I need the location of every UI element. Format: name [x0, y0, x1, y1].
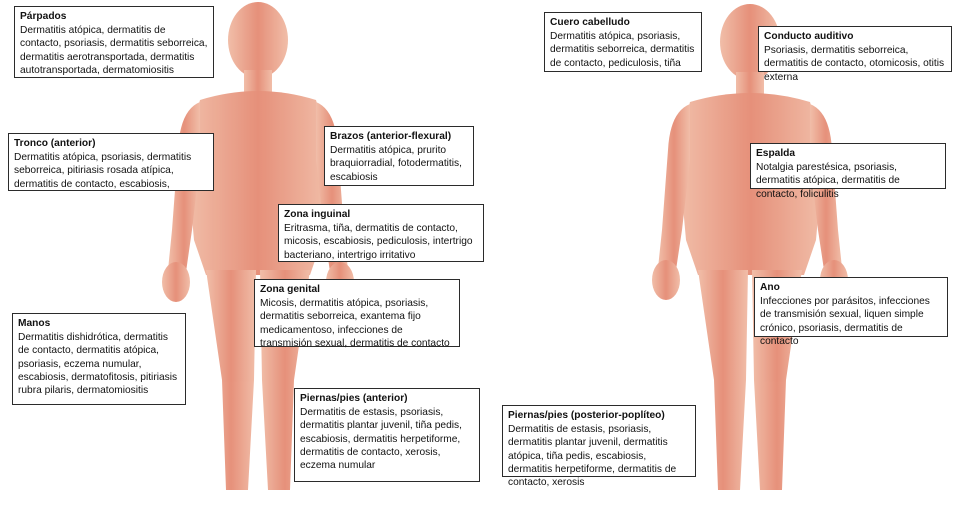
region-box-tronco: Tronco (anterior) Dermatitis atópica, ps…: [8, 133, 214, 191]
region-conditions: Dermatitis atópica, psoriasis, dermatiti…: [550, 30, 696, 70]
region-title: Párpados: [20, 10, 208, 23]
region-box-piernas-anterior: Piernas/pies (anterior) Dermatitis de es…: [294, 388, 480, 482]
region-box-ano: Ano Infecciones por parásitos, infeccion…: [754, 277, 948, 337]
region-conditions: Psoriasis, dermatitis seborreica, dermat…: [764, 44, 946, 84]
region-box-piernas-posterior: Piernas/pies (posterior-poplíteo) Dermat…: [502, 405, 696, 477]
region-title: Manos: [18, 317, 180, 330]
region-conditions: Infecciones por parásitos, infecciones d…: [760, 295, 942, 348]
region-conditions: Eritrasma, tiña, dermatitis de contacto,…: [284, 222, 478, 262]
region-title: Conducto auditivo: [764, 30, 946, 43]
region-box-espalda: Espalda Notalgia parestésica, psoriasis,…: [750, 143, 946, 189]
region-title: Brazos (anterior-flexural): [330, 130, 468, 143]
region-title: Zona genital: [260, 283, 454, 296]
region-conditions: Dermatitis dishidrótica, dermatitis de c…: [18, 331, 180, 397]
region-box-cuero-cabelludo: Cuero cabelludo Dermatitis atópica, psor…: [544, 12, 702, 72]
region-conditions: Dermatitis atópica, dermatitis de contac…: [20, 24, 208, 77]
region-conditions: Dermatitis atópica, psoriasis, dermatiti…: [14, 151, 208, 191]
region-conditions: Dermatitis atópica, prurito braquiorradi…: [330, 144, 468, 184]
region-conditions: Dermatitis de estasis, psoriasis, dermat…: [508, 423, 690, 489]
region-box-conducto-auditivo: Conducto auditivo Psoriasis, dermatitis …: [758, 26, 952, 72]
region-box-brazos: Brazos (anterior-flexural) Dermatitis at…: [324, 126, 474, 186]
region-conditions: Dermatitis de estasis, psoriasis, dermat…: [300, 406, 474, 472]
region-box-parpados: Párpados Dermatitis atópica, dermatitis …: [14, 6, 214, 78]
region-title: Piernas/pies (posterior-poplíteo): [508, 409, 690, 422]
region-box-genital: Zona genital Micosis, dermatitis atópica…: [254, 279, 460, 347]
region-title: Zona inguinal: [284, 208, 478, 221]
region-conditions: Micosis, dermatitis atópica, psoriasis, …: [260, 297, 454, 350]
region-box-inguinal: Zona inguinal Eritrasma, tiña, dermatiti…: [278, 204, 484, 262]
region-title: Tronco (anterior): [14, 137, 208, 150]
region-title: Ano: [760, 281, 942, 294]
region-title: Piernas/pies (anterior): [300, 392, 474, 405]
region-box-manos: Manos Dermatitis dishidrótica, dermatiti…: [12, 313, 186, 405]
region-conditions: Notalgia parestésica, psoriasis, dermati…: [756, 161, 940, 201]
region-title: Espalda: [756, 147, 940, 160]
region-title: Cuero cabelludo: [550, 16, 696, 29]
